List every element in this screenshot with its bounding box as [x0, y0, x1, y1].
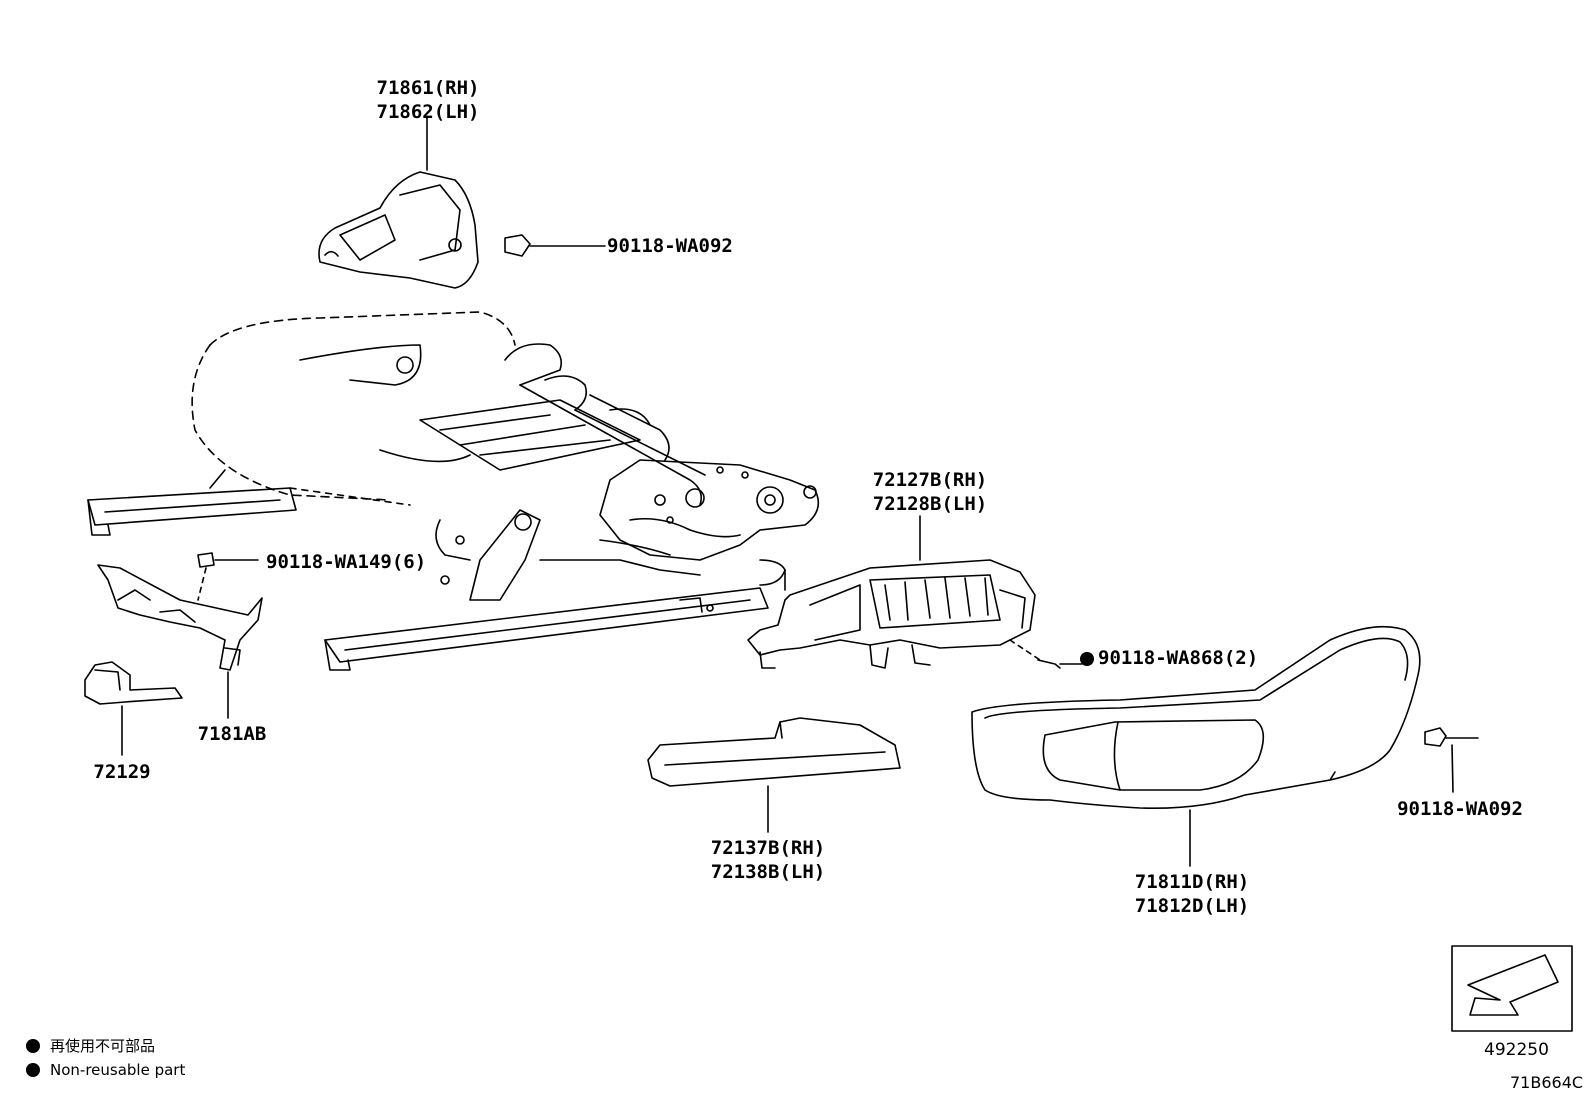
label-72137b: 72137B(RH): [710, 837, 826, 859]
label-71812d: 71812D(LH): [1134, 895, 1250, 917]
legend-jp-text: 再使用不可部品: [50, 1037, 156, 1055]
diagram-id: 71B664C: [1510, 1073, 1584, 1092]
label-71862: 71862(LH): [376, 101, 480, 123]
part-72127b-side-shield: [747, 515, 1036, 669]
part-72137b-trim: [647, 717, 901, 833]
screw-wa868: [1009, 639, 1083, 669]
part-7181ab-bracket: [97, 564, 263, 719]
legend-dot-en: [26, 1063, 40, 1077]
label-72129: 72129: [93, 761, 151, 783]
legend-jp: 再使用不可部品: [26, 1036, 155, 1056]
label-7181ab: 7181AB: [197, 723, 267, 745]
bolt-wa149: [197, 552, 259, 601]
label-wa092-top: 90118-WA092: [607, 235, 733, 257]
legend-dot-jp: [26, 1039, 40, 1053]
seat-frame: [191, 311, 820, 601]
legend-en-text: Non-reusable part: [50, 1061, 186, 1079]
label-72138b: 72138B(LH): [710, 861, 826, 883]
label-71811d: 71811D(RH): [1134, 871, 1250, 893]
part-71861-cover: [318, 117, 479, 289]
clip-top: [504, 234, 606, 257]
label-72127b: 72127B(RH): [872, 469, 988, 491]
part-71811d-side-cover: [971, 625, 1421, 867]
non-reusable-marker: [1080, 652, 1094, 666]
view-reference-box: [1451, 945, 1573, 1032]
label-wa149: 90118-WA149(6): [266, 551, 427, 573]
seat-rail-right: [324, 587, 769, 671]
part-72129: [84, 661, 183, 756]
label-wa092-right: 90118-WA092: [1397, 798, 1523, 820]
reference-code: 492250: [1484, 1040, 1549, 1060]
label-wa868-text: 90118-WA868(2): [1098, 647, 1259, 669]
clip-right: [1424, 727, 1479, 793]
label-72128b: 72128B(LH): [872, 493, 988, 515]
label-71861: 71861(RH): [376, 77, 480, 99]
legend-en: Non-reusable part: [26, 1060, 185, 1080]
seat-rail-left: [87, 469, 411, 536]
label-wa868: 90118-WA868(2): [1080, 646, 1258, 670]
